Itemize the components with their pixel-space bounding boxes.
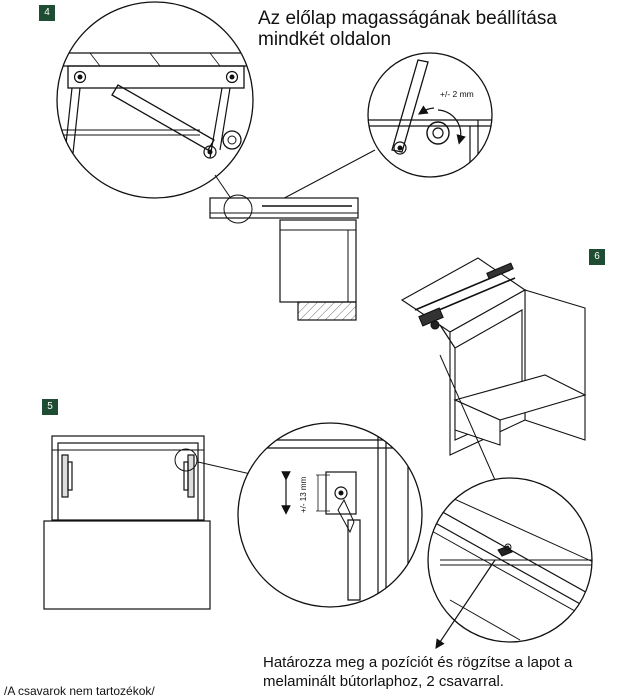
- step5-cabinet-front: [43, 435, 211, 610]
- step6-screw-detail-circle: [427, 477, 593, 643]
- screw-pointer-arrow: [435, 559, 496, 649]
- title-line-2: mindkét oldalon: [258, 29, 392, 50]
- caption-line-2: melaminált bútorlaphoz, 2 csavarral.: [263, 673, 504, 690]
- step6-cabinet-3d: [400, 257, 587, 456]
- step-6-badge: 6: [589, 249, 605, 265]
- step6-leader-line: [439, 354, 496, 481]
- step4-cabinet-section: [209, 194, 359, 321]
- step-4-badge: 4: [39, 5, 55, 21]
- screws-not-included-note: /A csavarok nem tartozékok/: [4, 684, 155, 698]
- step-5-badge: 5: [42, 399, 58, 415]
- step4-adjust-detail-circle: +/- 2 mm: [367, 52, 493, 178]
- step5-adjust-detail-circle: +/- 13 mm: [237, 422, 423, 608]
- adjust-2mm-label: +/- 2 mm: [440, 89, 474, 99]
- adjust-13mm-label: +/- 13 mm: [299, 476, 308, 513]
- instruction-title: Az előlap magasságának beállítása mindké…: [258, 8, 557, 50]
- step4-detail-circle: [56, 1, 254, 199]
- title-line-1: Az előlap magasságának beállítása: [258, 8, 557, 29]
- caption-line-1: Határozza meg a pozíciót és rögzítse a l…: [263, 654, 573, 671]
- instruction-caption: Határozza meg a pozíciót és rögzítse a l…: [263, 653, 572, 691]
- step4-leader-line: [214, 174, 233, 201]
